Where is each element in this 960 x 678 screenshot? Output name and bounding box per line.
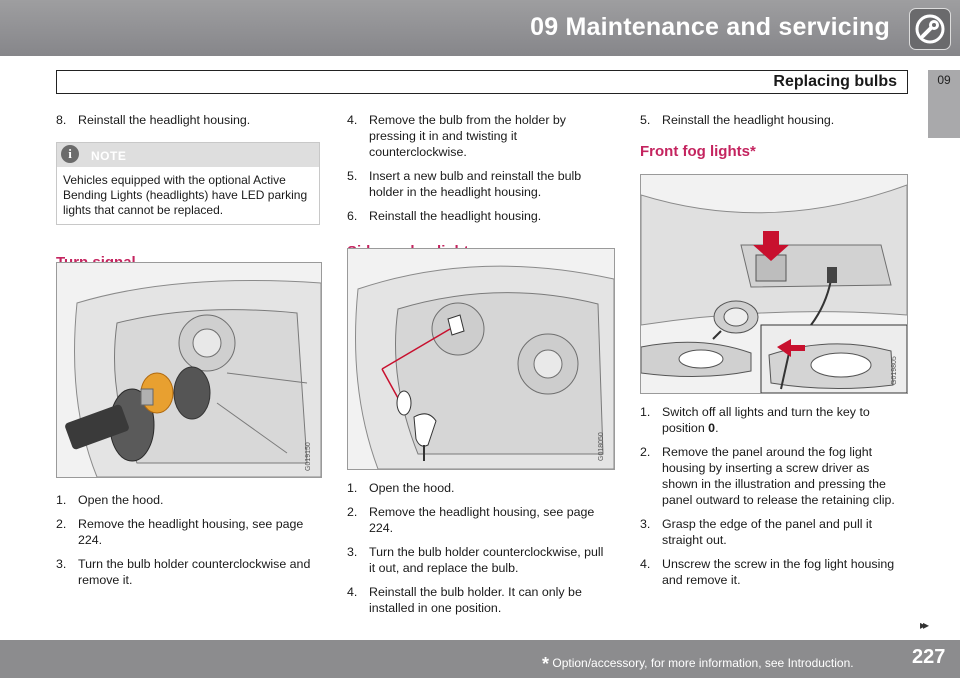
figure-code: G019150 bbox=[305, 442, 312, 471]
list-item: 3.Turn the bulb holder counterclockwise … bbox=[56, 557, 311, 587]
section-title-bar: Replacing bulbs bbox=[56, 70, 908, 94]
side-marker-illustration: G018050 bbox=[347, 248, 615, 470]
footnote-text: Option/accessory, for more information, … bbox=[552, 656, 854, 670]
wrench-icon bbox=[909, 8, 951, 50]
list-item: 4.Remove the bulb from the holder by pre… bbox=[347, 113, 566, 159]
list-item: 2.Remove the headlight housing, see page… bbox=[347, 505, 595, 535]
footer-bar bbox=[0, 640, 960, 678]
list-item: 8.Reinstall the headlight housing. bbox=[56, 113, 251, 127]
note-box: i NOTE Vehicles equipped with the option… bbox=[56, 142, 320, 225]
footnote-star: * bbox=[542, 654, 550, 674]
list-item: 2.Remove the panel around the fog light … bbox=[640, 445, 895, 507]
turn-signal-illustration: G019150 bbox=[56, 262, 322, 478]
list-item: 4.Reinstall the bulb holder. It can only… bbox=[347, 585, 582, 615]
list-item: 1.Open the hood. bbox=[347, 481, 455, 495]
figure-code: G019805 bbox=[891, 356, 898, 385]
note-body: Vehicles equipped with the optional Acti… bbox=[63, 173, 308, 217]
note-header: i NOTE bbox=[57, 143, 319, 167]
chapter-tab[interactable]: 09 bbox=[928, 70, 960, 138]
fog-light-illustration: G019805 bbox=[640, 174, 908, 394]
list-item: 6.Reinstall the headlight housing. bbox=[347, 209, 542, 223]
list-item: 5.Reinstall the headlight housing. bbox=[640, 113, 835, 127]
info-icon: i bbox=[61, 145, 79, 163]
list-item: 2.Remove the headlight housing, see page… bbox=[56, 517, 304, 547]
footnote: * Option/accessory, for more information… bbox=[542, 654, 854, 675]
fog-light-steps: 1.Switch off all lights and turn the key… bbox=[640, 404, 906, 596]
note-title: NOTE bbox=[91, 149, 127, 163]
list-item: 5.Insert a new bulb and reinstall the bu… bbox=[347, 169, 582, 199]
column-2: 4.Remove the bulb from the holder by pre… bbox=[347, 112, 613, 260]
list-item: 3.Turn the bulb holder counterclockwise,… bbox=[347, 545, 604, 575]
list-item: 1.Open the hood. bbox=[56, 493, 164, 507]
chapter-title: 09 Maintenance and servicing bbox=[530, 13, 890, 41]
column-3: 5.Reinstall the headlight housing. Front… bbox=[640, 112, 906, 160]
side-marker-steps: 1.Open the hood. 2.Remove the headlight … bbox=[347, 480, 613, 624]
fog-lights-heading: Front fog lights* bbox=[640, 143, 756, 160]
list-item: 1.Switch off all lights and turn the key… bbox=[640, 405, 870, 435]
turn-signal-steps: 1.Open the hood. 2.Remove the headlight … bbox=[56, 492, 320, 596]
continue-arrow-icon: ▸▸ bbox=[920, 618, 929, 632]
list-item: 3.Grasp the edge of the panel and pull i… bbox=[640, 517, 873, 547]
section-title: Replacing bulbs bbox=[773, 73, 897, 90]
page-number: 227 bbox=[912, 646, 946, 668]
column-1: 8.Reinstall the headlight housing. i NOT… bbox=[56, 112, 320, 271]
figure-code: G018050 bbox=[598, 432, 605, 461]
chapter-header-bar: 09 Maintenance and servicing bbox=[0, 0, 960, 56]
list-item: 4.Unscrew the screw in the fog light hou… bbox=[640, 557, 895, 587]
